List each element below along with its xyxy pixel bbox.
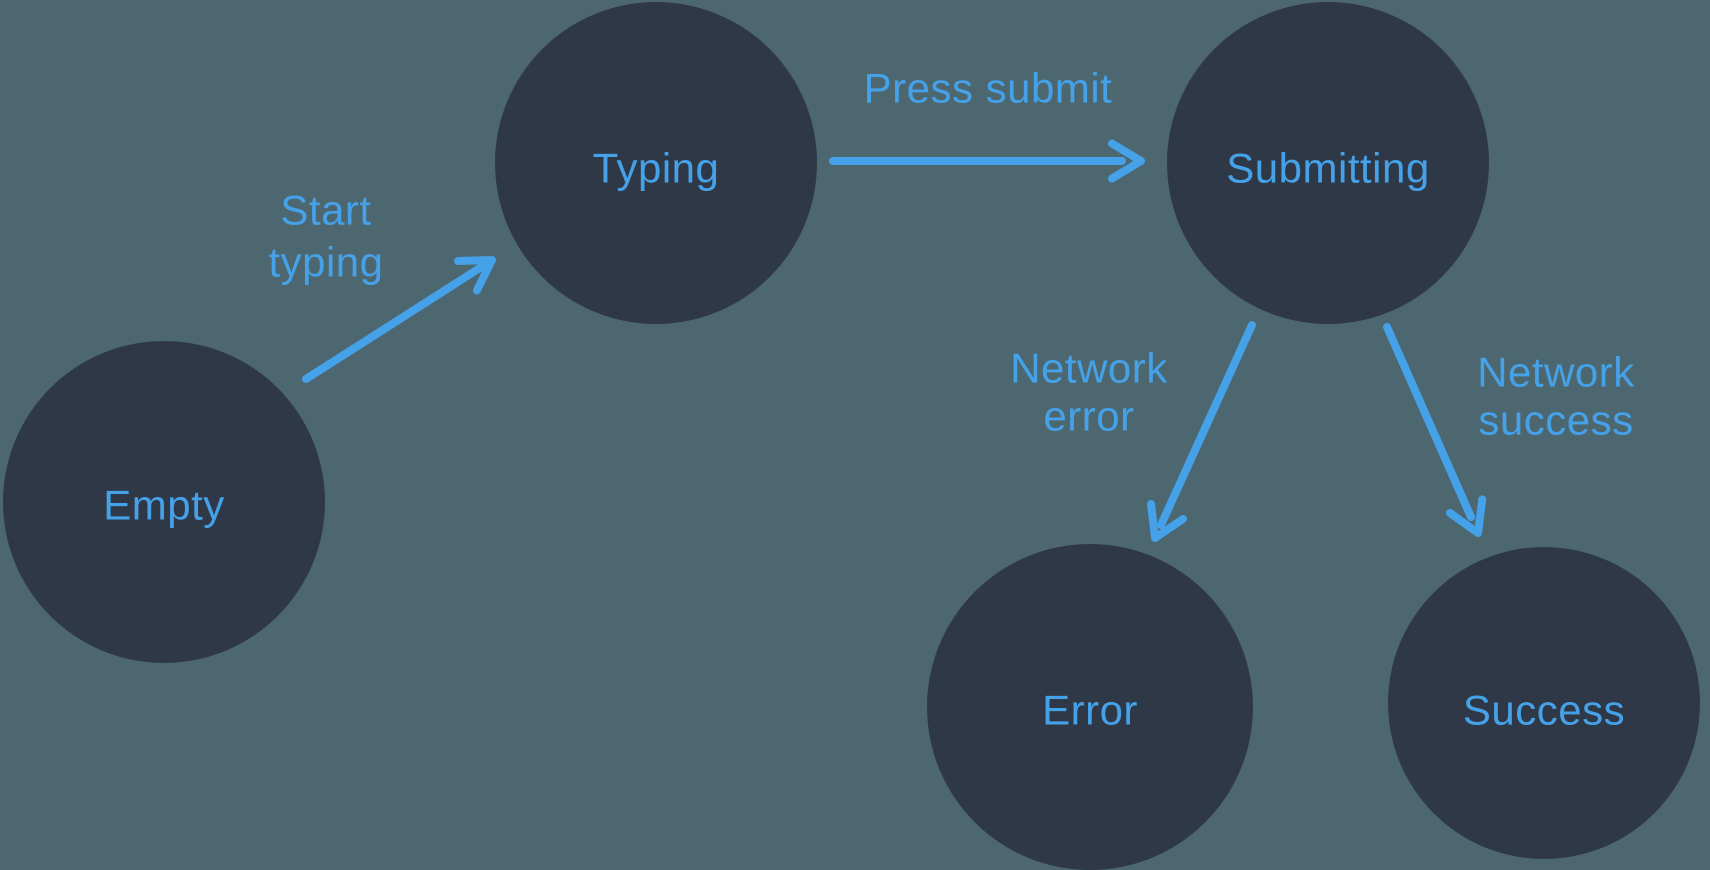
state-empty: Empty [3, 341, 325, 663]
network-success-arrow-shaft [1383, 323, 1475, 521]
press-submit-label: Press submit [864, 65, 1113, 112]
state-empty-label: Empty [103, 482, 225, 529]
state-submitting-node [1167, 2, 1489, 324]
network-success-label-line1: Network [1477, 349, 1635, 396]
network-error-label-line2: error [1043, 393, 1134, 440]
state-success-label: Success [1463, 687, 1625, 734]
network-error-arrowhead-icon [1147, 500, 1187, 542]
start-typing-arrow-shaft [302, 260, 490, 383]
network-error-arrow-shaft [1157, 321, 1256, 529]
transition-press-submit: Press submit [829, 65, 1145, 183]
state-empty-node [3, 341, 325, 663]
state-error-node [927, 544, 1253, 870]
state-submitting: Submitting [1167, 2, 1489, 324]
state-error-label: Error [1042, 687, 1138, 734]
transition-network-error: Network error [1010, 321, 1256, 542]
state-success-node [1388, 547, 1700, 859]
state-typing-node [495, 2, 817, 324]
state-error: Error [927, 544, 1253, 870]
network-error-label-line1: Network [1010, 345, 1168, 392]
network-success-arrowhead-icon [1446, 495, 1487, 537]
state-submitting-label: Submitting [1226, 145, 1429, 192]
network-success-label-line2: success [1478, 397, 1633, 444]
state-typing: Typing [495, 2, 817, 324]
start-typing-label-line1: Start [280, 187, 371, 234]
state-typing-label: Typing [593, 145, 720, 192]
transition-network-success: Network success [1383, 323, 1635, 537]
state-success: Success [1388, 547, 1700, 859]
start-typing-arrowhead-icon [454, 256, 496, 295]
transition-start-typing: Start typing [268, 187, 496, 383]
press-submit-arrowhead-icon [1108, 139, 1145, 183]
start-typing-label-line2: typing [268, 239, 383, 286]
